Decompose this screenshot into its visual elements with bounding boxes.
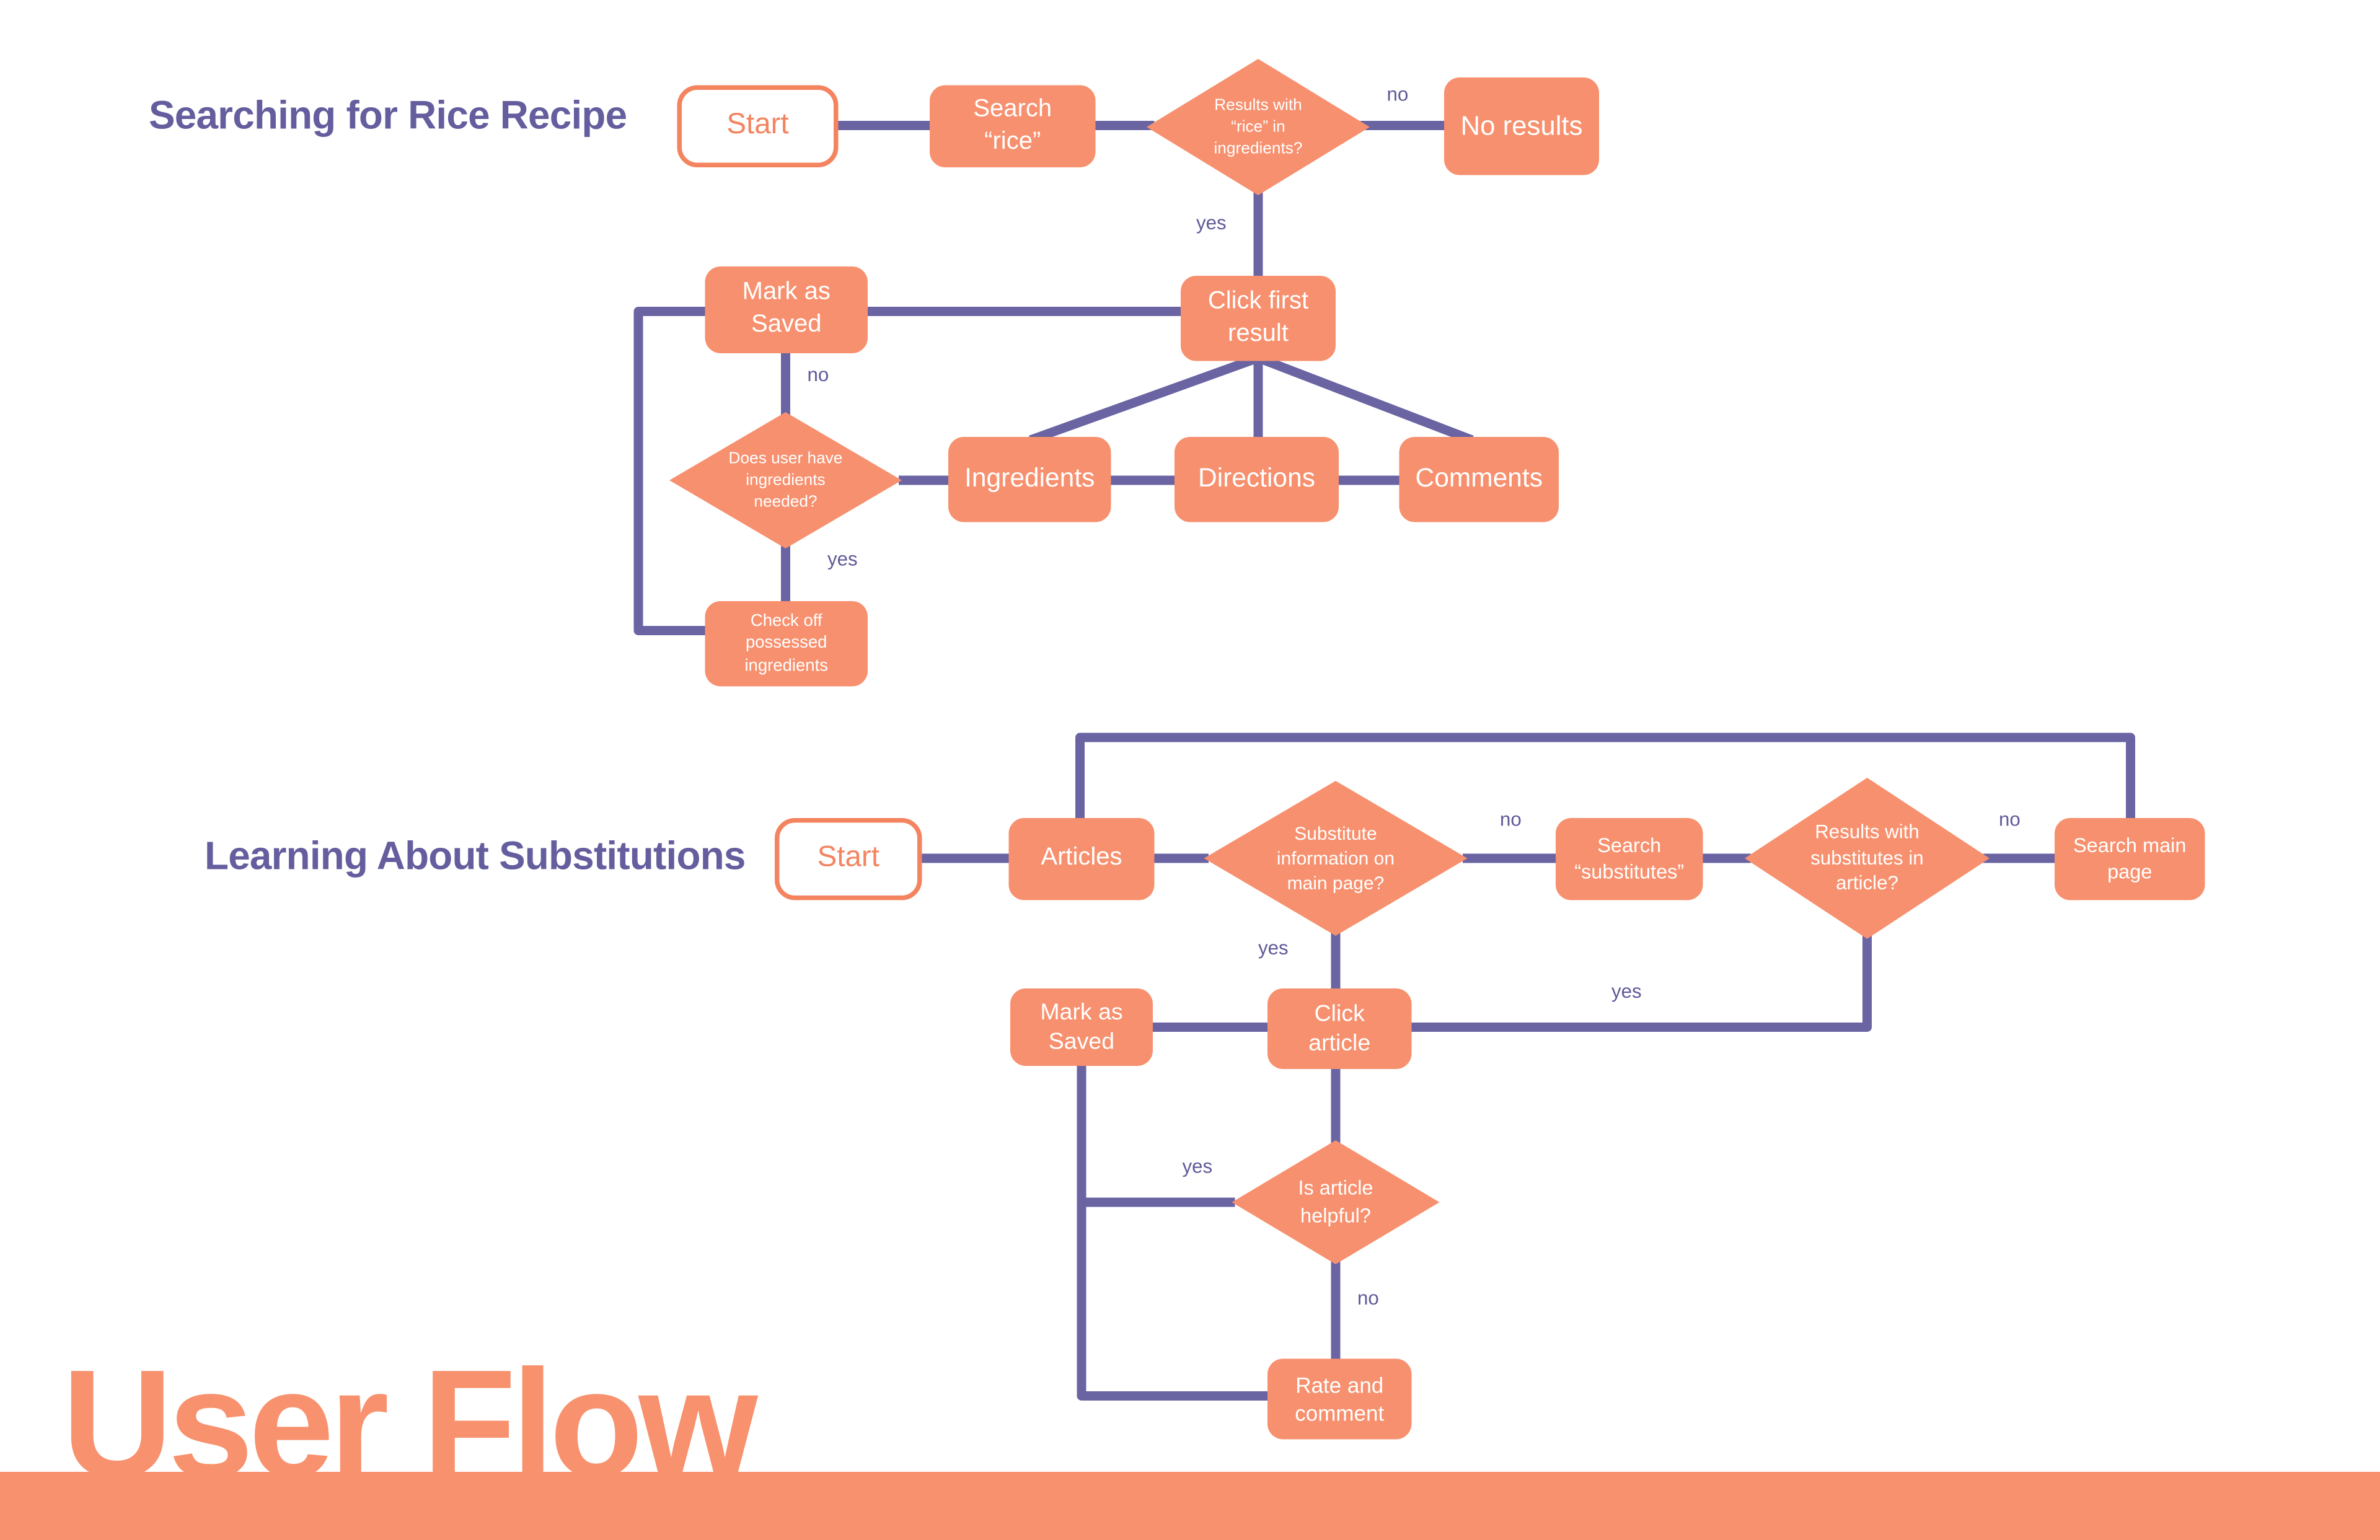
flow1-no-results-node: No results <box>1444 77 1599 175</box>
flow1-mark-as-saved-node: Mark as Saved <box>705 266 868 353</box>
flow2-label-yes-to-clickarticle: yes <box>1258 937 1289 959</box>
flow2-rate-comment-node: Rate and comment <box>1267 1358 1412 1440</box>
flow1-label-no-to-ingredients-decision: no <box>807 364 829 386</box>
flow1-directions-node: Directions <box>1175 437 1339 522</box>
flow1-label-yes-to-clickfirst: yes <box>1196 212 1227 234</box>
connector-searchmain-loop-to-articles <box>1075 733 2135 818</box>
connector-results2-diamond-yes-to-clickarticle <box>1411 936 1872 1032</box>
flow1-search-rice-node: Search “rice” <box>930 85 1096 167</box>
flow2-mark-as-saved-node: Mark as Saved <box>1010 988 1153 1066</box>
flow2-label-no-to-searchsubs: no <box>1500 809 1522 830</box>
connector-clickfirst-to-ingredients <box>1028 353 1260 445</box>
flow1-label-yes-to-checkoff: yes <box>827 548 858 570</box>
flow2-search-main-page-node: Search main page <box>2055 818 2205 900</box>
flow1-label-no-to-noresults: no <box>1386 84 1409 105</box>
connector-clickfirst-to-comments <box>1256 353 1474 445</box>
flow1-comments-node: Comments <box>1399 437 1559 522</box>
flow1-ingredients-node: Ingredients <box>948 437 1111 522</box>
flow2-search-substitutes-node: Search “substitutes” <box>1556 818 1703 900</box>
flow1-check-off-node: Check off possessed ingredients <box>705 601 868 687</box>
flow1-start-node: Start <box>677 85 839 167</box>
flow2-label-no-to-searchmain: no <box>1999 809 2021 830</box>
connector-marksaved2-loop-to-rate <box>1077 1063 1271 1401</box>
flow1-click-first-result-node: Click first result <box>1181 276 1336 361</box>
flow2-click-article-node: Click article <box>1267 988 1412 1069</box>
flow2-title: Learning About Substitutions <box>205 835 746 879</box>
flow2-articles-node: Articles <box>1008 818 1155 900</box>
connector-checkoff-loop-to-top <box>633 307 1181 635</box>
footer-accent-bar <box>0 1472 2380 1540</box>
flow2-label-yes-results-to-clickarticle: yes <box>1611 980 1642 1003</box>
flow2-start-node: Start <box>775 818 922 900</box>
flow1-title: Searching for Rice Recipe <box>149 94 627 138</box>
flow2-label-no-to-rate: no <box>1357 1287 1379 1309</box>
flow2-label-yes-helpful-left: yes <box>1182 1156 1213 1177</box>
